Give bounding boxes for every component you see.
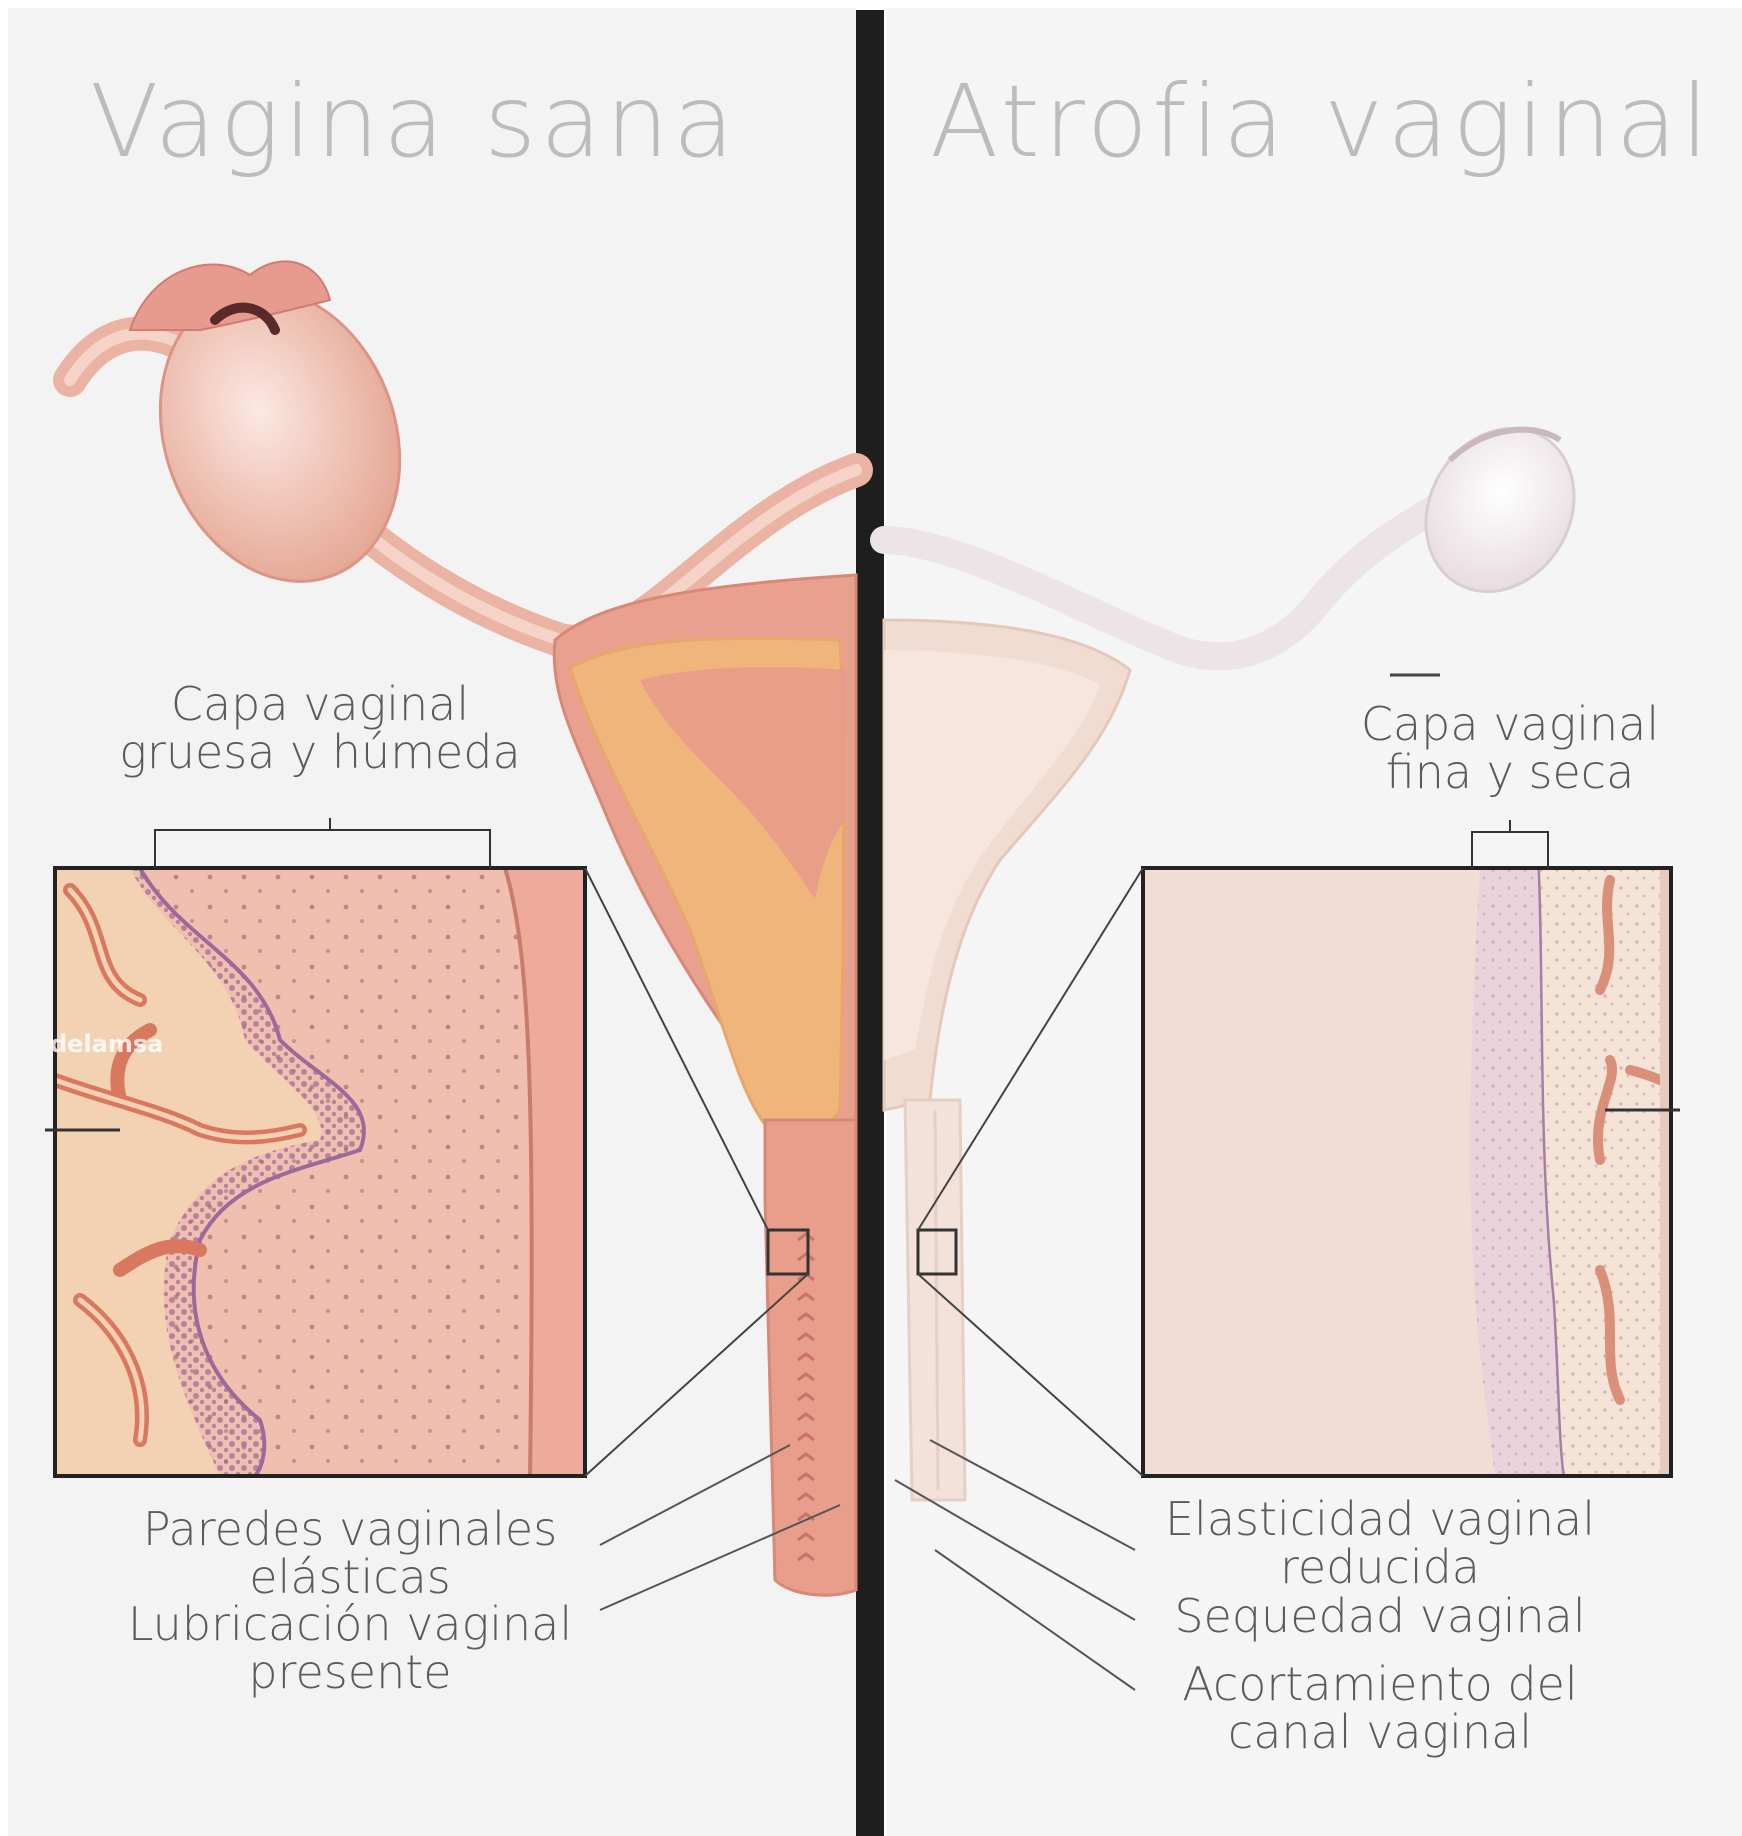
label-reduced-elasticity: Elasticidad vaginal reducida — [1120, 1495, 1640, 1591]
label-elastic-walls: Paredes vaginales elásticas — [80, 1505, 620, 1601]
label-thin-dry-layer: Capa vaginal fina y seca — [1320, 700, 1700, 796]
atrophy-title: Atrofia vaginal — [930, 62, 1713, 182]
label-canal-shortening: Acortamiento del canal vaginal — [1120, 1660, 1640, 1756]
watermark-text: delamsa — [50, 1030, 163, 1058]
label-vaginal-dryness: Sequedad vaginal — [1120, 1592, 1640, 1640]
healthy-title: Vagina sana — [90, 62, 738, 182]
label-thick-moist-layer: Capa vaginal gruesa y húmeda — [80, 680, 560, 776]
label-lubrication-present: Lubricación vaginal presente — [80, 1600, 620, 1696]
